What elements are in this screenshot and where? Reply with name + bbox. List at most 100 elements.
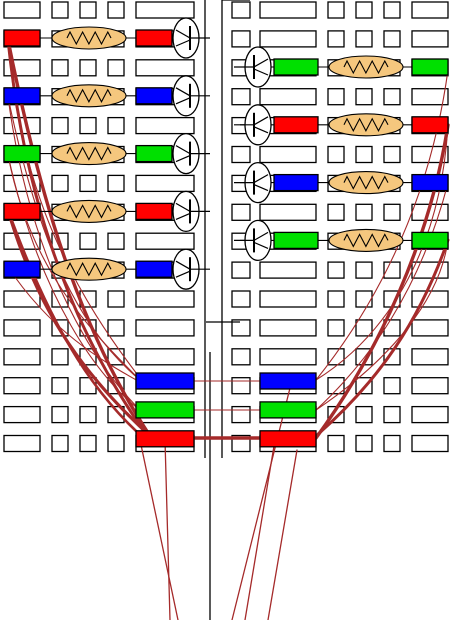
resistor-icon [328,55,404,79]
grid-hole [135,1,195,19]
grid-hole [107,434,125,453]
transistor-icon [234,104,272,146]
grid-hole [327,377,345,395]
grid-hole [411,319,449,337]
transistor-lead [175,270,191,278]
grid-hole [259,203,317,221]
grid-hole [107,290,125,308]
grid-hole [355,203,373,221]
resistor-body [328,171,404,195]
grid-hole [231,1,251,19]
bus-pad [259,372,317,390]
grid-hole [79,232,97,250]
grid-hole [259,1,317,19]
component-pad [3,260,41,278]
grid-hole [135,348,195,366]
grid-hole [259,348,317,366]
component-pad [135,29,173,47]
grid-hole [411,434,449,453]
grid-hole [79,174,97,193]
grid-hole [231,145,251,164]
transistor-lead [175,145,191,155]
resistor-zigzag [66,261,112,277]
grid-hole [107,232,125,250]
component-pad [411,173,449,192]
grid-hole [107,116,125,135]
grid-hole [327,261,345,279]
wire [315,182,449,411]
grid-hole [383,261,401,279]
transistor-lead [175,202,191,212]
transistor-lead [253,231,269,241]
transistor-icon [234,161,272,204]
resistor-icon [328,113,404,137]
grid-hole [3,319,41,337]
grid-hole [3,377,41,395]
bus-pad [135,372,195,390]
wire [139,439,179,620]
grid-hole [231,377,251,395]
component-pad [273,173,319,192]
component-pad [411,116,449,134]
component-pad [3,144,41,163]
grid-hole [3,59,41,77]
component-pad [3,87,41,105]
grid-hole [327,1,345,19]
grid-hole [3,434,41,453]
wire [267,449,298,620]
transistor-lead [253,68,269,76]
grid-hole [383,348,401,366]
grid-hole [355,261,373,279]
resistor-icon [328,228,404,252]
component-pad [135,144,173,163]
wire [244,439,276,620]
grid-hole [411,348,449,366]
resistor-icon [51,199,127,223]
transistor-lead [253,126,269,134]
grid-hole [107,319,125,337]
grid-hole [383,405,401,424]
grid-hole [51,377,69,395]
bus-pad [259,430,317,448]
component-pad [3,29,41,47]
wire [164,439,171,620]
grid-hole [231,30,251,48]
grid-hole [135,174,195,193]
transistor-lead [253,184,269,192]
grid-hole [3,1,41,19]
grid-hole [383,145,401,164]
grid-hole [79,434,97,453]
resistor-zigzag [66,88,112,103]
grid-hole [259,30,317,48]
component-pad [411,231,449,250]
grid-hole [107,1,125,19]
grid-hole [135,290,195,308]
grid-hole [135,116,195,135]
transistor-lead [175,260,191,270]
resistor-body [51,84,127,108]
thick-wire [314,123,450,440]
transistor-lead [175,97,191,105]
resistor-icon [51,257,127,281]
grid-hole [107,174,125,193]
grid-hole [51,1,69,19]
grid-hole [327,290,345,308]
grid-hole [135,232,195,250]
grid-hole [3,405,41,424]
grid-hole [231,203,251,221]
grid-hole [411,30,449,48]
transistor-icon [172,17,210,59]
thick-wire [314,238,450,438]
grid-hole [327,30,345,48]
grid-hole [355,290,373,308]
component-layer [36,17,412,290]
grid-hole [135,59,195,77]
transistor-icon [172,190,210,233]
grid-hole [355,405,373,424]
grid-hole [231,88,251,106]
bus-pad [135,430,195,448]
transistor-lead [253,58,269,68]
grid-hole [327,145,345,164]
transistor-lead [175,39,191,47]
